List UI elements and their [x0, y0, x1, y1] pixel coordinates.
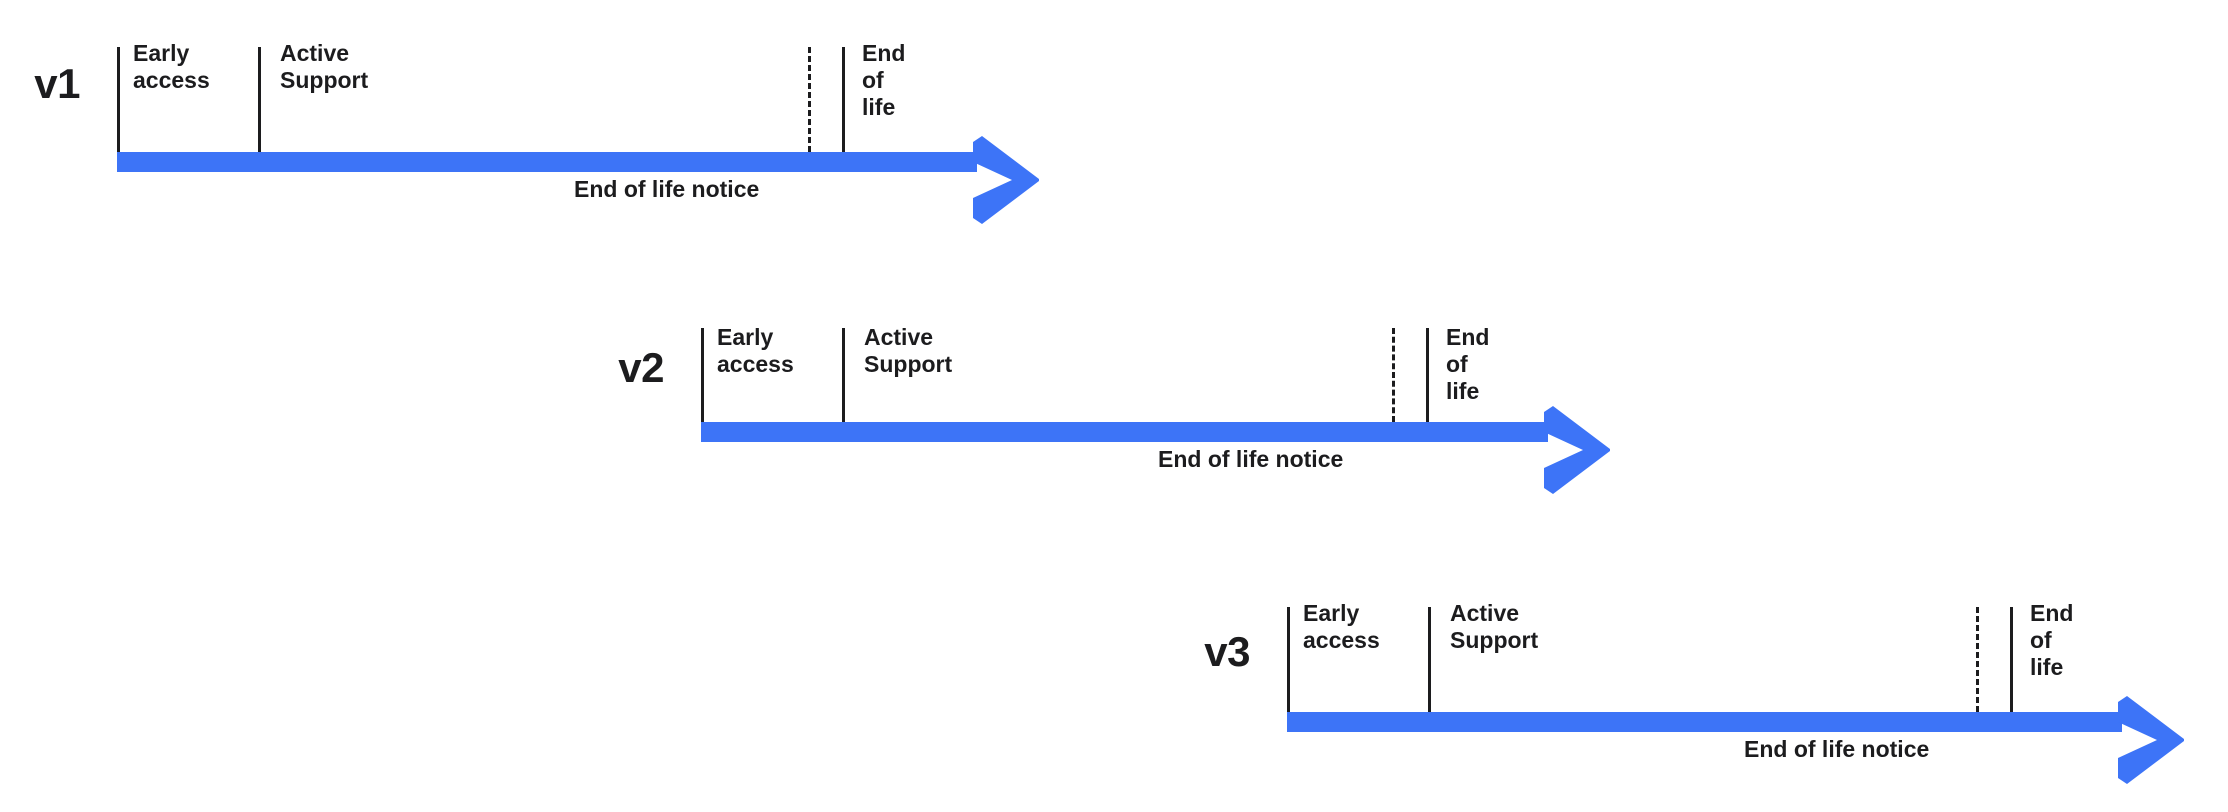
- phase-divider-rule-end-v1: [842, 47, 845, 152]
- phase-label-early-access-v2: Early access: [717, 324, 794, 378]
- end-of-life-notice-marker-v2: [1392, 328, 1395, 422]
- phase-label-active-support-v1: Active Support: [280, 40, 369, 94]
- version-label-v3: v3: [1204, 628, 1250, 675]
- end-of-life-notice-label-v1: End of life notice: [574, 176, 760, 202]
- version-label-v1: v1: [34, 60, 80, 107]
- timeline-arrow-track-v2: [701, 422, 1548, 442]
- phase-label-active-support-v3: Active Support: [1450, 600, 1539, 654]
- phase-label-early-access-v3: Early access: [1303, 600, 1380, 654]
- end-of-life-notice-marker-v3: [1976, 607, 1979, 712]
- phase-divider-rule-mid-v2: [842, 328, 845, 422]
- timeline-arrow-head-v1: [965, 136, 1041, 224]
- phase-divider-rule-end-v2: [1426, 328, 1429, 422]
- phase-label-end-of-life-v2: End of life: [1446, 324, 1490, 405]
- end-of-life-notice-marker-v1: [808, 47, 811, 152]
- timeline-arrow-head-v2: [1536, 406, 1612, 494]
- phase-label-early-access-v1: Early access: [133, 40, 210, 94]
- phase-divider-rule-end-v3: [2010, 607, 2013, 712]
- timeline-arrow-track-v3: [1287, 712, 2122, 732]
- phase-divider-rule-start-v2: [701, 328, 704, 422]
- end-of-life-notice-label-v3: End of life notice: [1744, 736, 1930, 762]
- phase-divider-rule-start-v3: [1287, 607, 1290, 712]
- phase-divider-rule-mid-v3: [1428, 607, 1431, 712]
- phase-label-end-of-life-v3: End of life: [2030, 600, 2074, 681]
- phase-divider-rule-start-v1: [117, 47, 120, 152]
- timeline-arrow-track-v1: [117, 152, 977, 172]
- end-of-life-notice-label-v2: End of life notice: [1158, 446, 1344, 472]
- timeline-arrow-head-v3: [2110, 696, 2186, 784]
- phase-label-end-of-life-v1: End of life: [862, 40, 906, 121]
- version-label-v2: v2: [618, 344, 664, 391]
- phase-label-active-support-v2: Active Support: [864, 324, 953, 378]
- phase-divider-rule-mid-v1: [258, 47, 261, 152]
